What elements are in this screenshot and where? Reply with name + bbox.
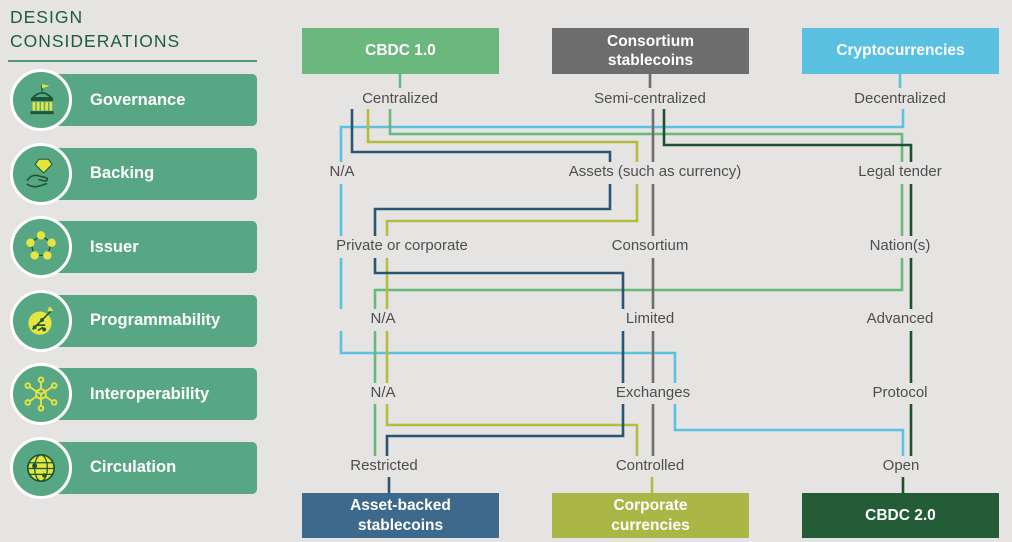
bank-icon	[10, 69, 72, 131]
path-cbdc-1-0	[388, 109, 904, 162]
path-cryptocurrencies	[339, 331, 677, 383]
hub-network-icon	[10, 363, 72, 425]
network-nodes-icon	[10, 216, 72, 278]
path-cryptocurrencies	[339, 109, 905, 162]
sidebar-item-label: Governance	[90, 90, 186, 109]
option-issuer-nation-s: Nation(s)	[866, 237, 934, 254]
option-issuer-consortium: Consortium	[608, 237, 692, 254]
top-box-cryptocurrencies: Cryptocurrencies	[802, 28, 999, 74]
sidebar-item-programmability: Programmability	[10, 289, 257, 352]
bottom-box-cbdc-2-0: CBDC 2.0	[802, 493, 999, 538]
path-asset-backed-stablecoins	[373, 258, 625, 309]
path-cryptocurrencies	[673, 404, 905, 456]
bottom-box-asset-backed-stablecoins: Asset-backed stablecoins	[302, 493, 499, 538]
option-governance-decentralized: Decentralized	[851, 90, 949, 107]
option-interoperability-exchanges: Exchanges	[612, 384, 694, 401]
option-issuer-private-or-corporate: Private or corporate	[333, 237, 471, 254]
option-interoperability-n-a: N/A	[367, 384, 399, 401]
bottom-box-corporate-currencies: Corporate currencies	[552, 493, 749, 538]
option-circulation-open: Open	[879, 457, 923, 474]
page-title: DESIGN CONSIDERATIONS	[10, 6, 180, 53]
option-programmability-advanced: Advanced	[863, 310, 937, 327]
option-circulation-controlled: Controlled	[612, 457, 688, 474]
title-underline	[8, 60, 257, 62]
path-corporate-currencies	[385, 404, 639, 456]
sidebar-item-governance: Governance	[10, 69, 257, 131]
hand-diamond-icon	[10, 142, 72, 205]
sidebar-item-label: Interoperability	[90, 384, 210, 403]
path-cbdc-1-0	[373, 258, 904, 309]
option-programmability-n-a: N/A	[367, 310, 399, 327]
path-asset-backed-stablecoins	[385, 404, 625, 456]
option-interoperability-protocol: Protocol	[869, 384, 931, 401]
path-cbdc-2-0	[662, 109, 913, 162]
option-programmability-limited: Limited	[622, 310, 678, 327]
sidebar-item-label: Programmability	[90, 311, 221, 329]
option-circulation-restricted: Restricted	[347, 457, 421, 474]
option-governance-centralized: Centralized	[359, 90, 441, 107]
option-backing-legal-tender: Legal tender	[855, 163, 945, 180]
page-title-line1: DESIGN	[10, 7, 84, 27]
path-asset-backed-stablecoins	[350, 109, 612, 162]
globe-icon	[10, 436, 72, 499]
sidebar-item-circulation: Circulation	[10, 436, 257, 499]
option-governance-semi-centralized: Semi-centralized	[591, 90, 709, 107]
sidebar-item-label: Issuer	[90, 237, 139, 256]
option-backing-assets-such-as-currency: Assets (such as currency)	[565, 163, 745, 180]
sidebar-item-label: Circulation	[90, 458, 177, 476]
top-box-consortium-stablecoins: Consortium stablecoins	[552, 28, 749, 74]
circuit-chip-icon	[10, 289, 72, 352]
sidebar-item-issuer: Issuer	[10, 216, 257, 278]
page-title-line2: CONSIDERATIONS	[10, 30, 181, 51]
sidebar-item-label: Backing	[90, 164, 155, 182]
sidebar-item-interoperability: Interoperability	[10, 363, 257, 425]
sidebar-item-backing: Backing	[10, 142, 257, 205]
path-corporate-currencies	[385, 184, 639, 236]
path-asset-backed-stablecoins	[373, 184, 612, 236]
top-box-cbdc-1-0: CBDC 1.0	[302, 28, 499, 74]
option-backing-n-a: N/A	[326, 163, 358, 180]
path-corporate-currencies	[366, 109, 639, 162]
